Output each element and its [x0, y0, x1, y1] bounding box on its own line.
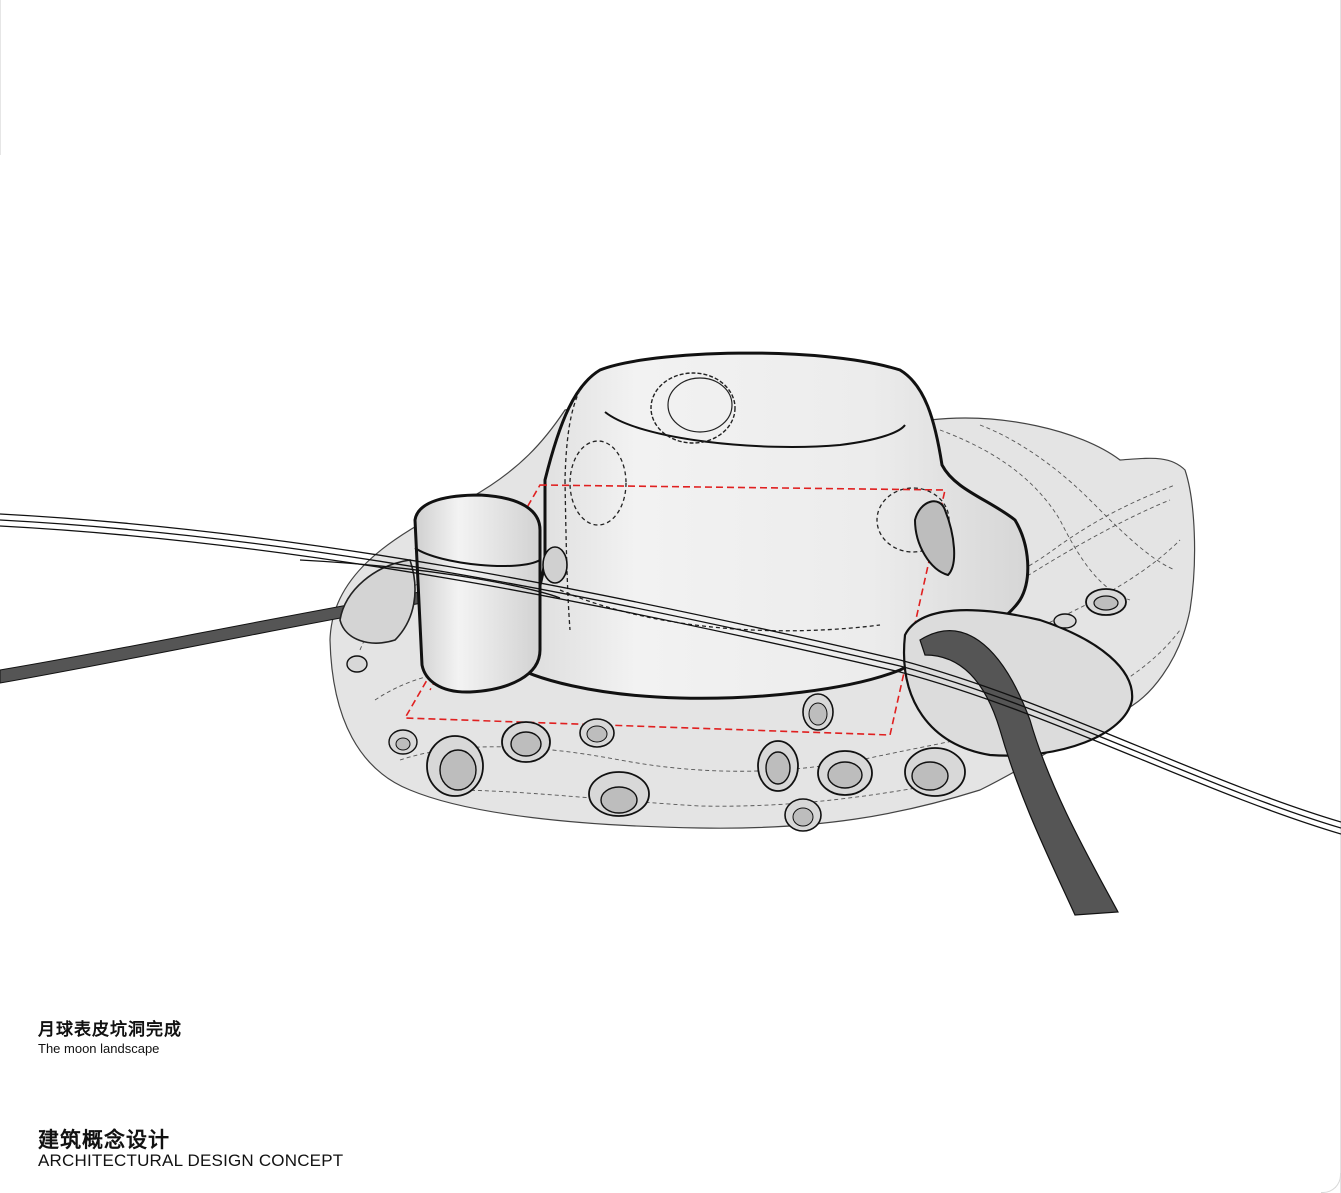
crater-12: [784, 798, 822, 832]
crater-5: [426, 735, 484, 797]
rail-lines: [0, 513, 1341, 835]
page-edge-left: [0, 0, 1, 155]
dome-top-rim: [604, 411, 906, 448]
caption-title-zh: 月球表皮坑洞完成: [38, 1020, 182, 1040]
crater-13: [904, 747, 966, 797]
road-right-descending: [919, 630, 1119, 916]
caption-title-en: The moon landscape: [38, 1041, 160, 1056]
dome-small-opening: [542, 546, 568, 584]
crater-3: [346, 655, 368, 673]
section-title-zh: 建筑概念设计: [38, 1128, 170, 1152]
crater-2: [1053, 613, 1077, 629]
crater-11: [817, 750, 873, 796]
main-dome-body: [502, 351, 1030, 700]
crater-8: [588, 771, 650, 817]
dome-right-opening: [913, 500, 956, 577]
crater-10: [757, 740, 799, 792]
cylinder-top-rim: [414, 547, 541, 567]
shell-craters: [346, 588, 1127, 832]
crater-4: [388, 729, 418, 755]
cylinder-tower: [413, 493, 542, 694]
dome-top-crater: [650, 372, 736, 444]
crater-9: [802, 693, 834, 731]
red-section-frame: [403, 484, 946, 736]
section-title-en: ARCHITECTURAL DESIGN CONCEPT: [38, 1151, 344, 1170]
left-large-crater: [339, 559, 416, 644]
crater-6: [501, 721, 551, 763]
crater-1: [1085, 588, 1127, 616]
crater-7: [579, 718, 615, 748]
